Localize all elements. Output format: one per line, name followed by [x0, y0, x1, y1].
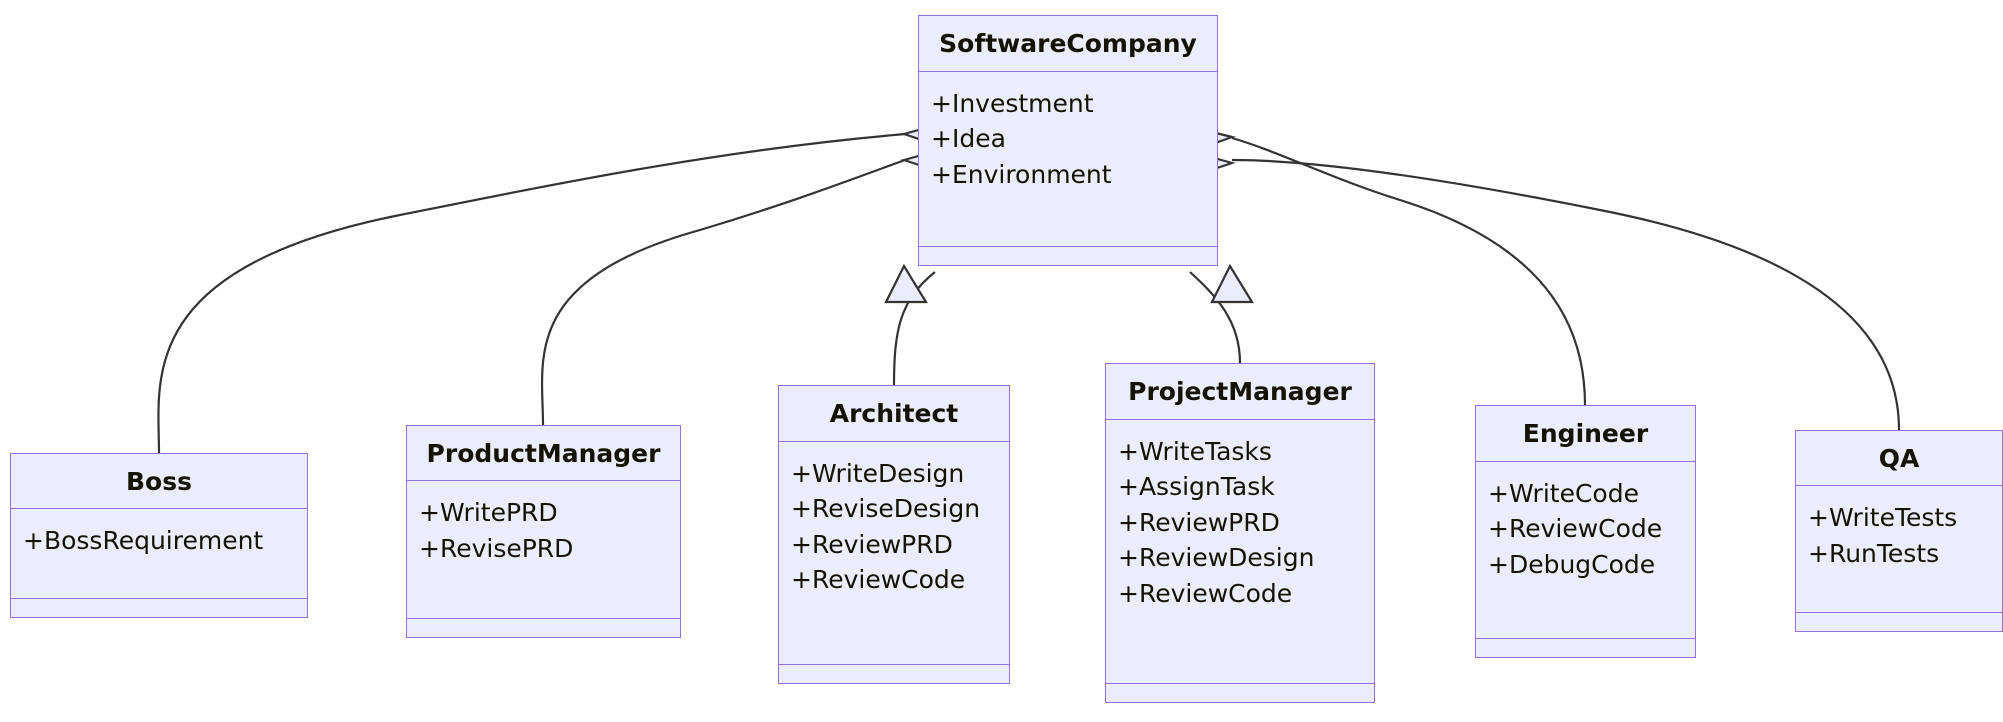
class-members-boss: +BossRequirement — [11, 509, 307, 599]
class-member: +Idea — [931, 124, 1006, 154]
class-methods-project-manager — [1106, 684, 1374, 702]
uml-class-qa[interactable]: QA +WriteTests +RunTests — [1795, 430, 2003, 632]
uml-class-software-company[interactable]: SoftwareCompany +Investment +Idea +Environm… — [918, 15, 1218, 266]
class-member: +DebugCode — [1488, 549, 1656, 579]
class-title-boss: Boss — [11, 454, 307, 510]
uml-class-project-manager[interactable]: ProjectManager +WriteTasks +AssignTask +Rev… — [1105, 363, 1375, 703]
class-members-product-manager: +WritePRD +RevisePRD — [407, 481, 680, 619]
class-member: +WritePRD — [419, 498, 558, 528]
class-title-software-company: SoftwareCompany — [919, 16, 1217, 72]
class-methods-product-manager — [407, 619, 680, 637]
class-methods-engineer — [1476, 639, 1695, 657]
uml-class-architect[interactable]: Architect +WriteDesign +ReviseDesign +Revie… — [778, 385, 1010, 684]
class-member: +ReviewCode — [1488, 514, 1663, 544]
class-methods-software-company — [919, 247, 1217, 265]
class-title-product-manager: ProductManager — [407, 426, 680, 482]
class-member: +AssignTask — [1118, 472, 1275, 502]
arrowhead-projectmanager — [1210, 263, 1254, 304]
class-members-software-company: +Investment +Idea +Environment — [919, 72, 1217, 247]
class-member: +ReviewDesign — [1118, 543, 1315, 573]
class-member: +ReviewCode — [1118, 578, 1293, 608]
class-member: +ReviewPRD — [791, 529, 953, 559]
class-title-engineer: Engineer — [1476, 406, 1695, 462]
class-members-architect: +WriteDesign +ReviseDesign +ReviewPRD +Revi… — [779, 442, 1009, 665]
uml-class-engineer[interactable]: Engineer +WriteCode +ReviewCode +DebugCode — [1475, 405, 1696, 658]
class-members-project-manager: +WriteTasks +AssignTask +ReviewPRD +ReviewD… — [1106, 420, 1374, 684]
class-member: +WriteCode — [1488, 478, 1639, 508]
class-member: +Investment — [931, 88, 1094, 118]
class-member: +WriteDesign — [791, 458, 965, 488]
class-member: +RevisePRD — [419, 533, 574, 563]
edge-projectmanager-to-softwarecompany — [1189, 271, 1242, 364]
class-member: +RunTests — [1808, 538, 1940, 568]
arrowhead-architect — [884, 263, 928, 304]
uml-class-boss[interactable]: Boss +BossRequirement — [10, 453, 308, 618]
class-member: +Environment — [931, 159, 1112, 189]
class-member: +ReviewPRD — [1118, 507, 1280, 537]
class-methods-architect — [779, 665, 1009, 683]
class-member: +BossRequirement — [23, 526, 264, 556]
class-member: +ReviewCode — [791, 565, 966, 595]
class-member: +WriteTasks — [1118, 436, 1272, 466]
class-title-project-manager: ProjectManager — [1106, 364, 1374, 420]
uml-class-product-manager[interactable]: ProductManager +WritePRD +RevisePRD — [406, 425, 681, 638]
class-member: +WriteTests — [1808, 503, 1958, 533]
class-members-engineer: +WriteCode +ReviewCode +DebugCode — [1476, 462, 1695, 639]
edge-architect-to-softwarecompany — [892, 271, 936, 386]
class-member: +ReviseDesign — [791, 494, 981, 524]
class-methods-qa — [1796, 613, 2002, 631]
class-title-architect: Architect — [779, 386, 1009, 442]
class-title-qa: QA — [1796, 431, 2002, 487]
class-members-qa: +WriteTests +RunTests — [1796, 486, 2002, 613]
class-methods-boss — [11, 599, 307, 617]
